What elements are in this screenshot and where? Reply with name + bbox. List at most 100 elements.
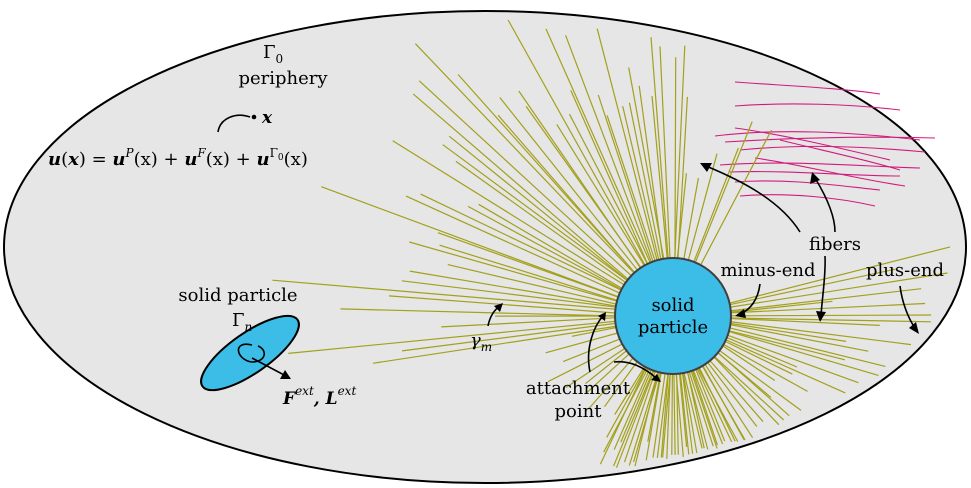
- attached-fiber-99: [681, 371, 694, 454]
- center-particle-label-line1: solid: [651, 295, 694, 316]
- attached-fiber-53: [692, 147, 739, 264]
- attached-fiber-34: [570, 90, 649, 266]
- attached-fiber-2: [288, 320, 618, 354]
- attached-fiber-83: [706, 360, 758, 427]
- attached-fiber-123: [606, 365, 648, 438]
- periphery-label: periphery: [238, 68, 328, 89]
- attached-fiber-101: [678, 371, 688, 447]
- attached-fiber-115: [628, 369, 660, 466]
- attached-fiber-67: [728, 323, 869, 352]
- fibers-arrow-up-head: [810, 172, 820, 184]
- gamma0-label: Γ0: [263, 42, 283, 66]
- attached-fiber-110: [652, 371, 666, 458]
- attached-fiber-40: [622, 105, 660, 262]
- point-x-label: x: [261, 108, 273, 128]
- attached-fiber-106: [666, 371, 671, 459]
- attachment-arrow-lower: [613, 360, 657, 379]
- minus-end-arrow-head: [735, 309, 746, 318]
- plus-end-label: plus-end: [866, 260, 944, 281]
- attachment-label-line1: attachment: [526, 378, 631, 399]
- attached-fiber-15: [405, 195, 622, 295]
- attached-fiber-103: [676, 371, 679, 455]
- attached-fiber-72: [724, 336, 798, 368]
- attached-fiber-84: [703, 362, 754, 439]
- attached-fiber-65: [728, 320, 912, 346]
- attached-fiber-37: [597, 94, 655, 264]
- attached-fiber-9: [409, 270, 618, 307]
- velocity-equation: u(x) = uP(x) + uF(x) + uΓ0(x): [48, 146, 308, 170]
- attached-fiber-119: [620, 367, 653, 443]
- attached-fiber-109: [656, 371, 669, 458]
- attached-fiber-25: [414, 43, 636, 275]
- rotation-arrow-icon: [237, 343, 265, 363]
- attached-fiber-45: [650, 37, 669, 261]
- attached-fiber-41: [628, 102, 662, 262]
- attached-fiber-56: [727, 246, 951, 305]
- attached-fiber-7: [272, 279, 618, 310]
- attached-fiber-47: [674, 57, 677, 261]
- attached-fiber-132: [545, 331, 620, 354]
- attached-fiber-108: [660, 371, 670, 458]
- fibers-arrow-down: [820, 255, 826, 317]
- left-particle-label: solid particle: [178, 285, 297, 306]
- attached-fiber-66: [728, 322, 847, 342]
- attached-fiber-97: [683, 370, 703, 449]
- attached-fiber-133: [571, 326, 619, 337]
- fibers-arrow-left: [705, 165, 801, 233]
- attached-fiber-36: [565, 35, 653, 265]
- attached-fiber-54: [694, 121, 753, 265]
- attached-fiber-127: [585, 352, 632, 394]
- left-solid-particle: [200, 314, 300, 392]
- attached-fibers: [272, 19, 951, 468]
- attached-fiber-50: [676, 173, 687, 261]
- attached-fiber-75: [721, 342, 808, 392]
- attached-fiber-44: [651, 95, 668, 261]
- fibers-label: fibers: [809, 234, 861, 255]
- attachment-arrow-upper: [587, 315, 604, 373]
- attached-fiber-124: [614, 364, 647, 415]
- attached-fiber-32: [507, 19, 647, 268]
- attached-fiber-52: [687, 153, 718, 263]
- attachment-arrow-upper-head: [598, 312, 606, 321]
- attached-fiber-48: [674, 45, 686, 261]
- attached-fiber-70: [726, 330, 879, 376]
- attached-fiber-61: [728, 302, 926, 314]
- attached-fiber-28: [499, 97, 640, 273]
- attachment-arrow-lower-head: [651, 374, 661, 382]
- left-particle-gamma: Γn: [232, 310, 252, 334]
- minus-end-label: minus-end: [720, 260, 815, 281]
- attached-fiber-71: [725, 334, 859, 384]
- fibers-arrow-left-head: [700, 163, 712, 172]
- attached-fiber-10: [447, 264, 619, 306]
- attached-fiber-13: [437, 232, 621, 299]
- attached-fiber-0: [372, 325, 618, 364]
- attached-fiber-6: [388, 295, 618, 314]
- attached-fiber-114: [633, 370, 661, 463]
- attached-fiber-118: [613, 368, 655, 467]
- free-fibers: [714, 81, 936, 207]
- attached-fiber-23: [412, 93, 630, 282]
- attached-fiber-64: [728, 317, 880, 326]
- attached-fiber-39: [596, 28, 659, 263]
- attached-fiber-3: [441, 317, 618, 328]
- attached-fiber-94: [687, 369, 714, 447]
- attached-fiber-35: [545, 28, 652, 265]
- attached-fiber-73: [723, 338, 846, 394]
- fibers-arrow-down-head: [816, 311, 826, 322]
- attached-fiber-30: [518, 90, 643, 270]
- gamma-m-label: γm: [470, 330, 492, 354]
- attached-fiber-117: [615, 368, 656, 468]
- attached-fiber-107: [662, 371, 671, 458]
- attached-fiber-88: [697, 365, 736, 442]
- attached-fiber-58: [728, 272, 948, 309]
- attached-fiber-12: [439, 244, 620, 302]
- attached-fiber-46: [659, 46, 671, 261]
- attached-fiber-100: [679, 371, 690, 455]
- attached-fiber-76: [720, 344, 776, 381]
- attached-fiber-92: [691, 368, 718, 446]
- attached-fiber-18: [478, 203, 625, 290]
- attached-fiber-74: [723, 339, 793, 375]
- attached-fiber-96: [686, 370, 705, 449]
- attached-fiber-38: [606, 115, 657, 263]
